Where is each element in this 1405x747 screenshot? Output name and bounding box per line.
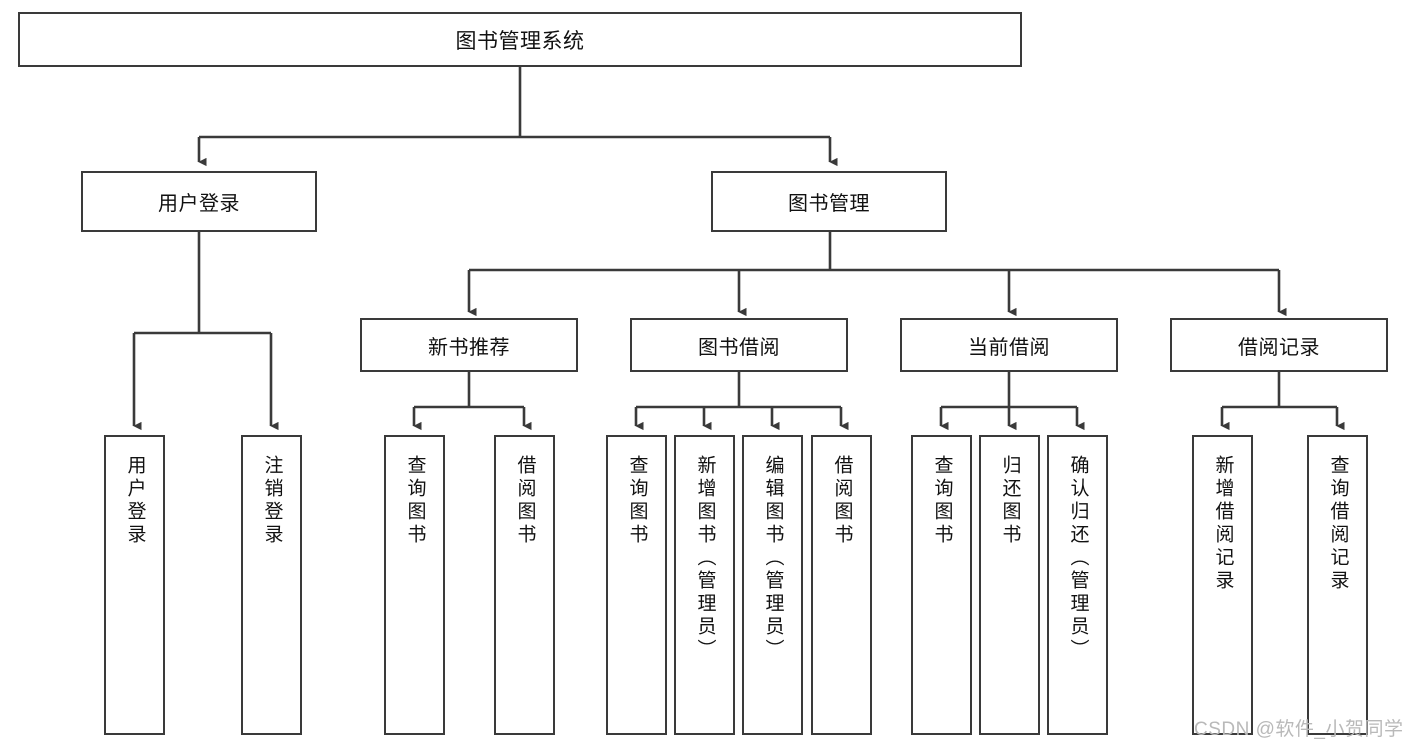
- leaf-borrow-record-query-record[interactable]: 查询借阅记录: [1307, 435, 1368, 735]
- node-label: 图书管理: [788, 193, 870, 215]
- node-user-login[interactable]: 用户登录: [81, 171, 317, 232]
- leaf-current-borrow-confirm-return-admin[interactable]: 确认归还（管理员）: [1047, 435, 1108, 735]
- leaf-label: 借阅图书: [514, 455, 536, 547]
- leaf-user-login-login[interactable]: 用户登录: [104, 435, 165, 735]
- leaf-book-borrow-borrow-book[interactable]: 借阅图书: [811, 435, 872, 735]
- book-borrow-to-leaves-connectors: [634, 372, 849, 431]
- leaf-label: 用户登录: [124, 455, 146, 547]
- node-label: 借阅记录: [1238, 336, 1320, 359]
- node-label: 图书借阅: [698, 336, 780, 359]
- node-root-book-management-system[interactable]: 图书管理系统: [18, 12, 1022, 67]
- leaf-label: 确认归还（管理员）: [1067, 455, 1089, 662]
- node-borrow-record[interactable]: 借阅记录: [1170, 318, 1388, 372]
- leaf-label: 新增借阅记录: [1212, 455, 1234, 593]
- leaf-new-book-recommend-borrow-book[interactable]: 借阅图书: [494, 435, 555, 735]
- leaf-current-borrow-return-book[interactable]: 归还图书: [979, 435, 1040, 735]
- leaf-label: 查询图书: [931, 455, 953, 547]
- new-book-recommend-to-leaves-connectors: [412, 372, 532, 431]
- node-label: 图书管理系统: [455, 29, 585, 53]
- node-label: 新书推荐: [428, 336, 510, 359]
- node-new-book-recommend[interactable]: 新书推荐: [360, 318, 578, 372]
- leaf-user-login-logout[interactable]: 注销登录: [241, 435, 302, 735]
- leaf-label: 新增图书（管理员）: [694, 455, 716, 662]
- leaf-label: 归还图书: [999, 455, 1021, 547]
- node-label: 用户登录: [158, 193, 240, 215]
- node-current-borrow[interactable]: 当前借阅: [900, 318, 1118, 372]
- leaf-label: 编辑图书（管理员）: [762, 455, 784, 662]
- leaf-label: 查询图书: [626, 455, 648, 547]
- leaf-book-borrow-add-book-admin[interactable]: 新增图书（管理员）: [674, 435, 735, 735]
- node-book-management[interactable]: 图书管理: [711, 171, 947, 232]
- user-login-to-leaves-connectors: [132, 232, 279, 431]
- leaf-label: 查询借阅记录: [1327, 455, 1349, 593]
- leaf-book-borrow-query-book[interactable]: 查询图书: [606, 435, 667, 735]
- leaf-label: 查询图书: [404, 455, 426, 547]
- book-manage-to-level3-connectors: [467, 232, 1287, 317]
- leaf-new-book-recommend-query-book[interactable]: 查询图书: [384, 435, 445, 735]
- leaf-label: 注销登录: [261, 455, 283, 547]
- root-to-level2-connectors: [197, 67, 838, 167]
- leaf-label: 借阅图书: [831, 455, 853, 547]
- node-book-borrow[interactable]: 图书借阅: [630, 318, 848, 372]
- borrow-record-to-leaves-connectors: [1220, 372, 1345, 431]
- leaf-current-borrow-query-book[interactable]: 查询图书: [911, 435, 972, 735]
- leaf-borrow-record-add-record[interactable]: 新增借阅记录: [1192, 435, 1253, 735]
- current-borrow-to-leaves-connectors: [939, 372, 1085, 431]
- node-label: 当前借阅: [968, 336, 1050, 359]
- leaf-book-borrow-edit-book-admin[interactable]: 编辑图书（管理员）: [742, 435, 803, 735]
